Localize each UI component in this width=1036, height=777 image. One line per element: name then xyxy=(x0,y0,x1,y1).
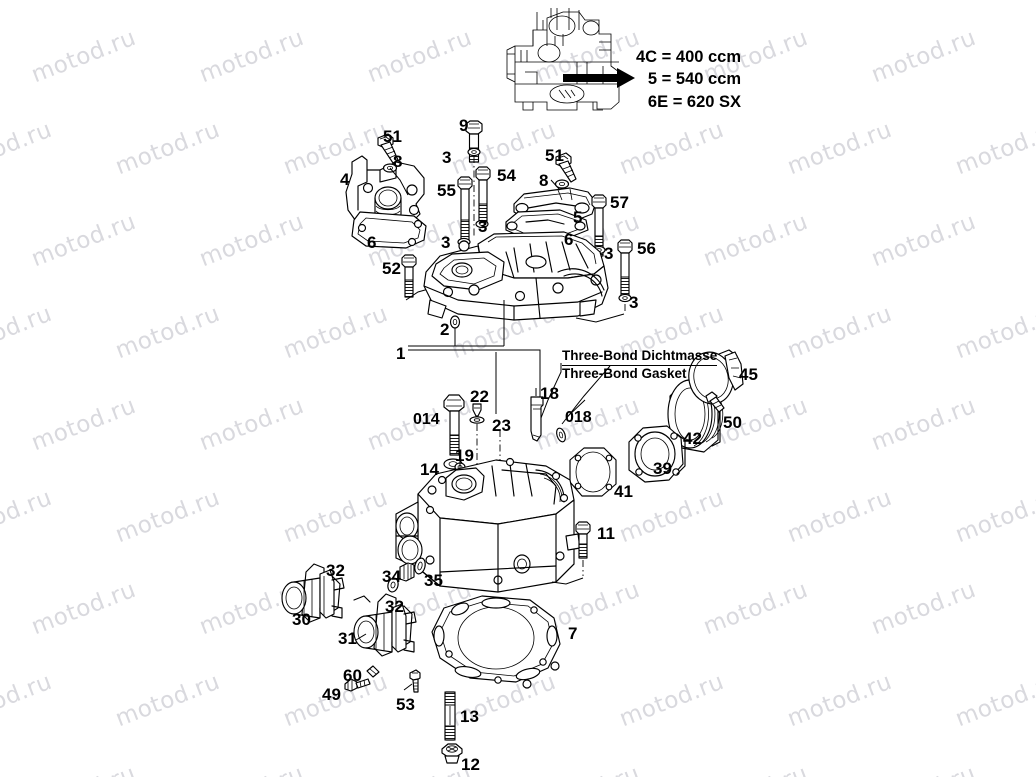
part-41-gasket xyxy=(569,447,617,497)
part-18-valve-guide xyxy=(530,396,544,442)
bolt-51-left xyxy=(377,133,399,164)
callout-7: 7 xyxy=(568,624,578,643)
part-12-nut xyxy=(441,743,463,764)
callout-6: 6 xyxy=(564,230,574,249)
legend-line-1: 4C = 400 ccm xyxy=(636,48,742,66)
part-31-intake-socket xyxy=(353,593,417,657)
callout-39: 39 xyxy=(653,459,672,478)
callout-3: 3 xyxy=(478,217,488,236)
callout-54: 54 xyxy=(497,166,516,185)
bolt-014 xyxy=(443,394,465,456)
callout-3: 3 xyxy=(604,244,614,263)
three-bond-note: Three-Bond Dichtmasse Three-Bond Gasket xyxy=(562,348,718,383)
callout-60: 60 xyxy=(343,666,362,685)
callout-32: 32 xyxy=(326,561,345,580)
part-35-oring xyxy=(414,557,426,575)
washer-3-a xyxy=(467,147,481,157)
displacement-legend: 4C = 400 ccm 5 = 540 ccm 6E = 620 SX xyxy=(636,46,741,113)
three-bond-line-1: Three-Bond Dichtmasse xyxy=(562,348,718,367)
callout-23: 23 xyxy=(492,416,511,435)
callout-31: 31 xyxy=(338,629,357,648)
leader-53 xyxy=(403,683,413,691)
callout-018: 018 xyxy=(565,409,592,426)
callout-13: 13 xyxy=(460,707,479,726)
callout-014: 014 xyxy=(413,411,440,428)
callout-57: 57 xyxy=(610,193,629,212)
leader-56 xyxy=(575,313,625,323)
callout-3: 3 xyxy=(441,233,451,252)
part-50-screw xyxy=(705,391,725,413)
washer-3-c xyxy=(475,219,489,229)
part-30-intake-socket xyxy=(281,563,345,623)
part-35-oring-b xyxy=(387,577,399,593)
leader-1-b xyxy=(408,349,541,410)
callout-50: 50 xyxy=(723,413,742,432)
legend-line-2: 5 = 540 ccm xyxy=(647,70,742,89)
part-22-seal xyxy=(469,403,485,424)
leader-8-left xyxy=(389,167,409,196)
bolt-54 xyxy=(475,166,491,223)
bolt-52 xyxy=(401,254,417,298)
leader-8-right xyxy=(550,179,561,191)
callout-3: 3 xyxy=(629,293,639,312)
legend-line-3: 6E = 620 SX xyxy=(647,92,742,111)
three-bond-line-2: Three-Bond Gasket xyxy=(562,366,687,382)
callout-11: 11 xyxy=(597,524,615,543)
callout-42: 42 xyxy=(683,429,702,448)
part-cylinder-head xyxy=(395,457,581,593)
part-49-fitting xyxy=(344,678,371,692)
callout-35: 35 xyxy=(424,571,443,590)
callout-12: 12 xyxy=(461,755,480,774)
callout-4: 4 xyxy=(340,170,350,189)
callout-9: 9 xyxy=(459,116,469,135)
washer-3-e xyxy=(618,293,632,303)
callout-45: 45 xyxy=(739,365,758,384)
part-53-screw xyxy=(409,669,421,693)
part-6-gasket-right xyxy=(505,209,589,239)
part-4-housing xyxy=(345,155,427,249)
engine-thumbnail xyxy=(506,8,635,111)
callout-18: 18 xyxy=(540,384,559,403)
callout-34: 34 xyxy=(382,567,401,586)
bolt-11 xyxy=(575,521,591,559)
part-34-cap xyxy=(399,562,415,582)
callout-14: 14 xyxy=(420,460,439,479)
callout-1: 1 xyxy=(396,344,406,363)
callout-8: 8 xyxy=(393,152,403,171)
callout-49: 49 xyxy=(322,685,341,704)
callout-2: 2 xyxy=(440,320,450,339)
callout-5: 5 xyxy=(573,208,583,227)
callout-55: 55 xyxy=(437,181,456,200)
part-7-base-gasket xyxy=(431,595,561,689)
part-1-valve-cover xyxy=(423,231,609,321)
leader-31 xyxy=(355,633,367,641)
callout-53: 53 xyxy=(396,695,415,714)
callout-52: 52 xyxy=(382,259,401,278)
leader-three-bond xyxy=(540,363,562,419)
callout-56: 56 xyxy=(637,239,656,258)
callout-19: 19 xyxy=(455,446,474,465)
leader-11 xyxy=(551,577,584,585)
callout-3: 3 xyxy=(442,148,452,167)
callout-30: 30 xyxy=(292,610,311,629)
callout-8: 8 xyxy=(539,171,549,190)
bolt-57 xyxy=(591,194,607,257)
leader-018-b xyxy=(565,399,586,419)
part-39-flange xyxy=(628,425,686,483)
callout-51: 51 xyxy=(383,127,402,146)
callout-32: 32 xyxy=(385,597,404,616)
part-60-key xyxy=(366,665,380,678)
callout-6: 6 xyxy=(367,233,377,252)
pointer-arrow xyxy=(563,68,635,88)
callout-41: 41 xyxy=(614,482,633,501)
callout-22: 22 xyxy=(470,387,489,406)
callout-51: 51 xyxy=(545,146,564,165)
washer-8-right xyxy=(554,179,570,189)
bolt-51-right xyxy=(555,152,577,183)
part-13-stud xyxy=(444,691,456,741)
part-018-oring xyxy=(556,427,566,443)
